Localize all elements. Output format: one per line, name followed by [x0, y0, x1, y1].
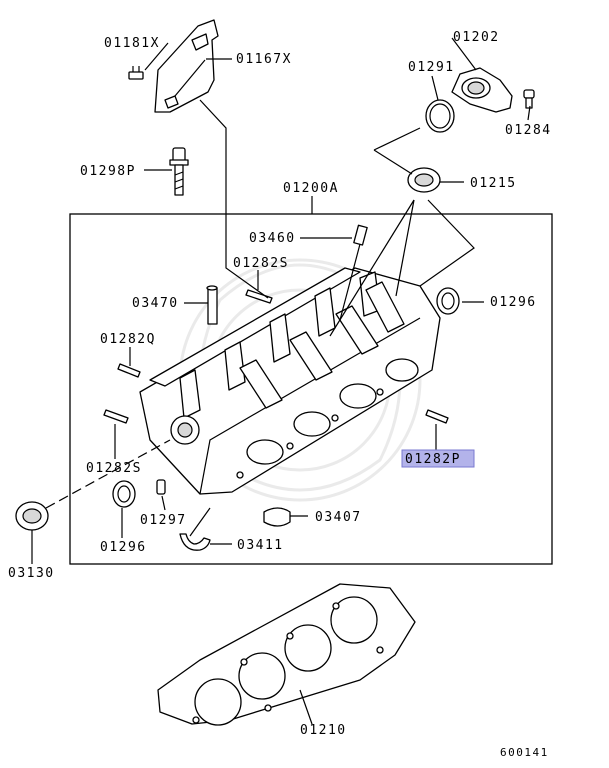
callout-01202[interactable]: 01202: [453, 30, 500, 45]
diagram-code: 600141: [500, 746, 549, 759]
callout-01296-left[interactable]: 01296: [100, 540, 147, 555]
cylinder-head-01200A[interactable]: [139, 267, 441, 495]
callout-01298P[interactable]: 01298P: [80, 164, 136, 179]
spark-plug-tubes-03460[interactable]: [239, 224, 405, 409]
bolt-01298P[interactable]: [169, 147, 189, 196]
plug-03407[interactable]: [263, 507, 291, 527]
bolt-01284[interactable]: [523, 89, 535, 109]
plug-01296-right[interactable]: [436, 287, 460, 315]
callout-01200A[interactable]: 01200A: [283, 181, 339, 196]
stud-01282Q[interactable]: [117, 363, 141, 378]
callout-01296-right[interactable]: 01296: [490, 295, 537, 310]
callout-03460[interactable]: 03460: [249, 231, 296, 246]
callout-01282S-left[interactable]: 01282S: [86, 461, 142, 476]
callout-03470[interactable]: 03470: [132, 296, 179, 311]
callout-01282P[interactable]: 01282P: [405, 452, 461, 467]
pin-03470[interactable]: [206, 285, 218, 325]
callout-03411[interactable]: 03411: [237, 538, 284, 553]
callout-01282P-highlight: [401, 449, 475, 468]
cylinder-head-assembly-box: [69, 213, 553, 565]
o-ring-01291[interactable]: [425, 99, 455, 133]
callout-01210[interactable]: 01210: [300, 723, 347, 738]
stud-01282P[interactable]: [425, 409, 449, 424]
oil-seal-03130[interactable]: [15, 501, 49, 531]
seal-03411[interactable]: [179, 533, 211, 551]
callout-01291[interactable]: 01291: [408, 60, 455, 75]
callout-labels: 01181X 01167X 01202 01291 01284 01298P 0…: [8, 30, 552, 759]
bolt-01181X[interactable]: [128, 66, 144, 80]
seal-01215[interactable]: [407, 167, 441, 193]
plug-01296-left[interactable]: [112, 480, 136, 508]
head-gasket-01210[interactable]: [157, 583, 416, 726]
pin-01297[interactable]: [156, 479, 166, 495]
callout-01282S-top[interactable]: 01282S: [233, 256, 289, 271]
housing-01202[interactable]: [451, 67, 513, 113]
stud-01282S-left[interactable]: [103, 409, 129, 424]
bracket-01167X[interactable]: [154, 19, 219, 113]
callout-01282Q[interactable]: 01282Q: [100, 332, 156, 347]
callout-01215[interactable]: 01215: [470, 176, 517, 191]
callout-01181X[interactable]: 01181X: [104, 36, 160, 51]
callout-03407[interactable]: 03407: [315, 510, 362, 525]
callout-01297[interactable]: 01297: [140, 513, 187, 528]
leader-lines: [31, 37, 531, 725]
callout-03130[interactable]: 03130: [8, 566, 55, 581]
callout-01167X[interactable]: 01167X: [236, 52, 292, 67]
callout-01284[interactable]: 01284: [505, 123, 552, 138]
